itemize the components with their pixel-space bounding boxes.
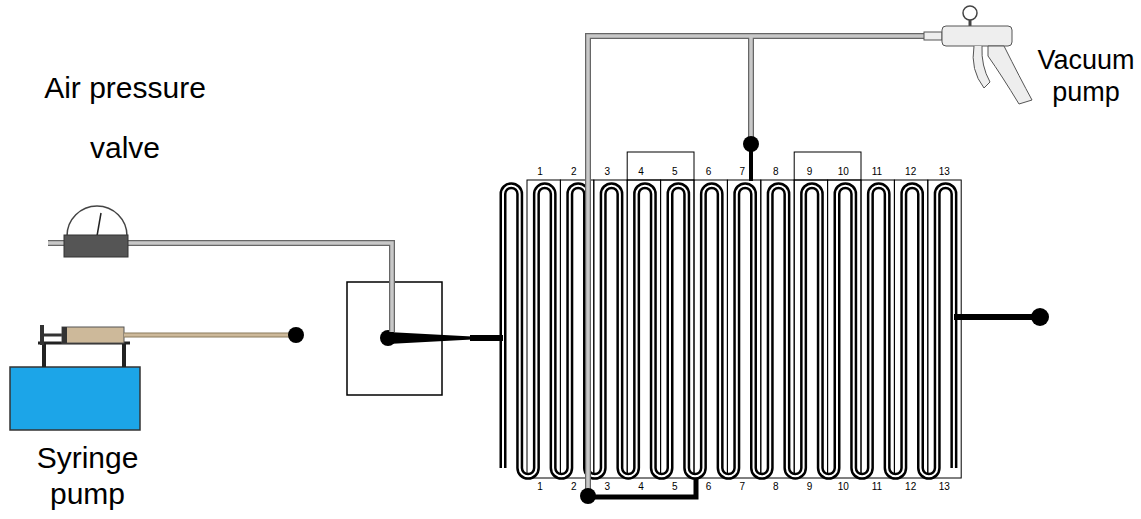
outlet-port xyxy=(1031,308,1049,326)
vacuum-port xyxy=(580,488,596,504)
gun-trigger xyxy=(973,46,990,88)
chamber-number: 12 xyxy=(905,482,916,492)
syringe-barrel xyxy=(62,327,124,343)
feed-tube-core xyxy=(124,334,292,337)
chamber-number: 2 xyxy=(571,167,577,177)
chamber-number: 6 xyxy=(706,482,712,492)
chamber-number: 2 xyxy=(571,482,577,492)
chamber-number: 3 xyxy=(605,482,611,492)
component-label: Air pressure valve xyxy=(20,58,230,178)
serpentine-stroke xyxy=(503,186,954,477)
chamber-number: 5 xyxy=(672,167,678,177)
chamber-number: 13 xyxy=(939,482,950,492)
chamber-number: 9 xyxy=(807,482,813,492)
chamber-number: 1 xyxy=(537,167,543,177)
chamber-number: 5 xyxy=(672,482,678,492)
chamber-number: 7 xyxy=(739,167,745,177)
plunger-rod xyxy=(42,334,64,337)
gauge-needle xyxy=(97,213,101,236)
gauge-dial xyxy=(67,206,127,236)
chamber-number: 10 xyxy=(838,482,849,492)
chamber-number: 10 xyxy=(838,167,849,177)
chamber-number: 11 xyxy=(872,482,882,492)
pump-base xyxy=(10,367,140,430)
chamber-number: 12 xyxy=(905,167,916,177)
chamber-number: 11 xyxy=(872,167,882,177)
pump-stand xyxy=(42,343,46,367)
gun-body xyxy=(942,26,1012,46)
component-label: Vacuum pump xyxy=(1033,44,1139,109)
pump-stand xyxy=(122,343,126,367)
vacuum-tube-core xyxy=(588,36,926,494)
gauge-body xyxy=(64,235,128,257)
serpentine-channel xyxy=(503,186,954,477)
junction-port xyxy=(380,330,396,346)
junction-channel xyxy=(388,332,472,344)
chamber-number: 8 xyxy=(773,167,779,177)
chamber-number: 6 xyxy=(706,167,712,177)
chamber-number: 13 xyxy=(939,167,950,177)
gun-handle xyxy=(988,46,1032,104)
serpentine-stroke xyxy=(503,186,954,477)
chamber-number: 9 xyxy=(807,167,813,177)
component-label: Syringe pump xyxy=(10,440,165,512)
chamber-number: 3 xyxy=(605,167,611,177)
chamber-outlines xyxy=(527,152,961,478)
chamber-number: 4 xyxy=(638,167,644,177)
vacuum-channel xyxy=(588,478,696,497)
inlet-port xyxy=(288,327,304,343)
plunger-handle xyxy=(40,325,44,345)
outlet-channel xyxy=(954,314,1040,320)
vacuum-tube xyxy=(588,36,926,494)
vacuum-port xyxy=(743,136,759,152)
feed-tube xyxy=(124,333,292,338)
chamber-number: 4 xyxy=(638,482,644,492)
gun-gauge xyxy=(963,6,977,20)
gun-nozzle xyxy=(924,32,942,40)
inlet-channel xyxy=(470,335,503,341)
plunger-tip xyxy=(62,327,67,343)
chamber-number: 7 xyxy=(739,482,745,492)
chamber-number: 1 xyxy=(537,482,543,492)
chamber-number: 8 xyxy=(773,482,779,492)
